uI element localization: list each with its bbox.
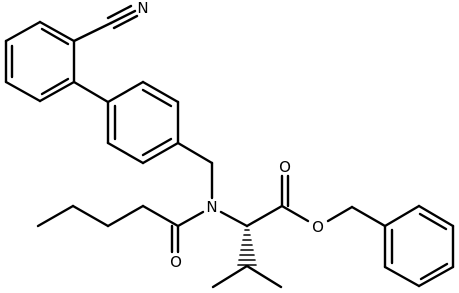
ester-o-label: O: [312, 218, 324, 236]
pentanoyl-chain: O: [36, 204, 205, 271]
central-benzene-ring: [106, 80, 180, 165]
nitrile-group: N: [72, 0, 149, 43]
valine-ester: O O: [219, 158, 387, 236]
cyanophenyl-ring: [4, 20, 76, 103]
nitrile-n-label: N: [137, 0, 148, 17]
amide-n-label: N: [206, 198, 217, 216]
ch2-bond-1: [176, 141, 214, 165]
carbonyl-o-label: O: [279, 158, 291, 176]
benzyl-phenyl-ring: [383, 204, 455, 288]
isopropyl-group: [211, 264, 283, 289]
amide-o-label: O: [170, 253, 182, 271]
biphenyl-bond: [72, 80, 110, 104]
stereo-hash-wedge: [237, 229, 257, 266]
